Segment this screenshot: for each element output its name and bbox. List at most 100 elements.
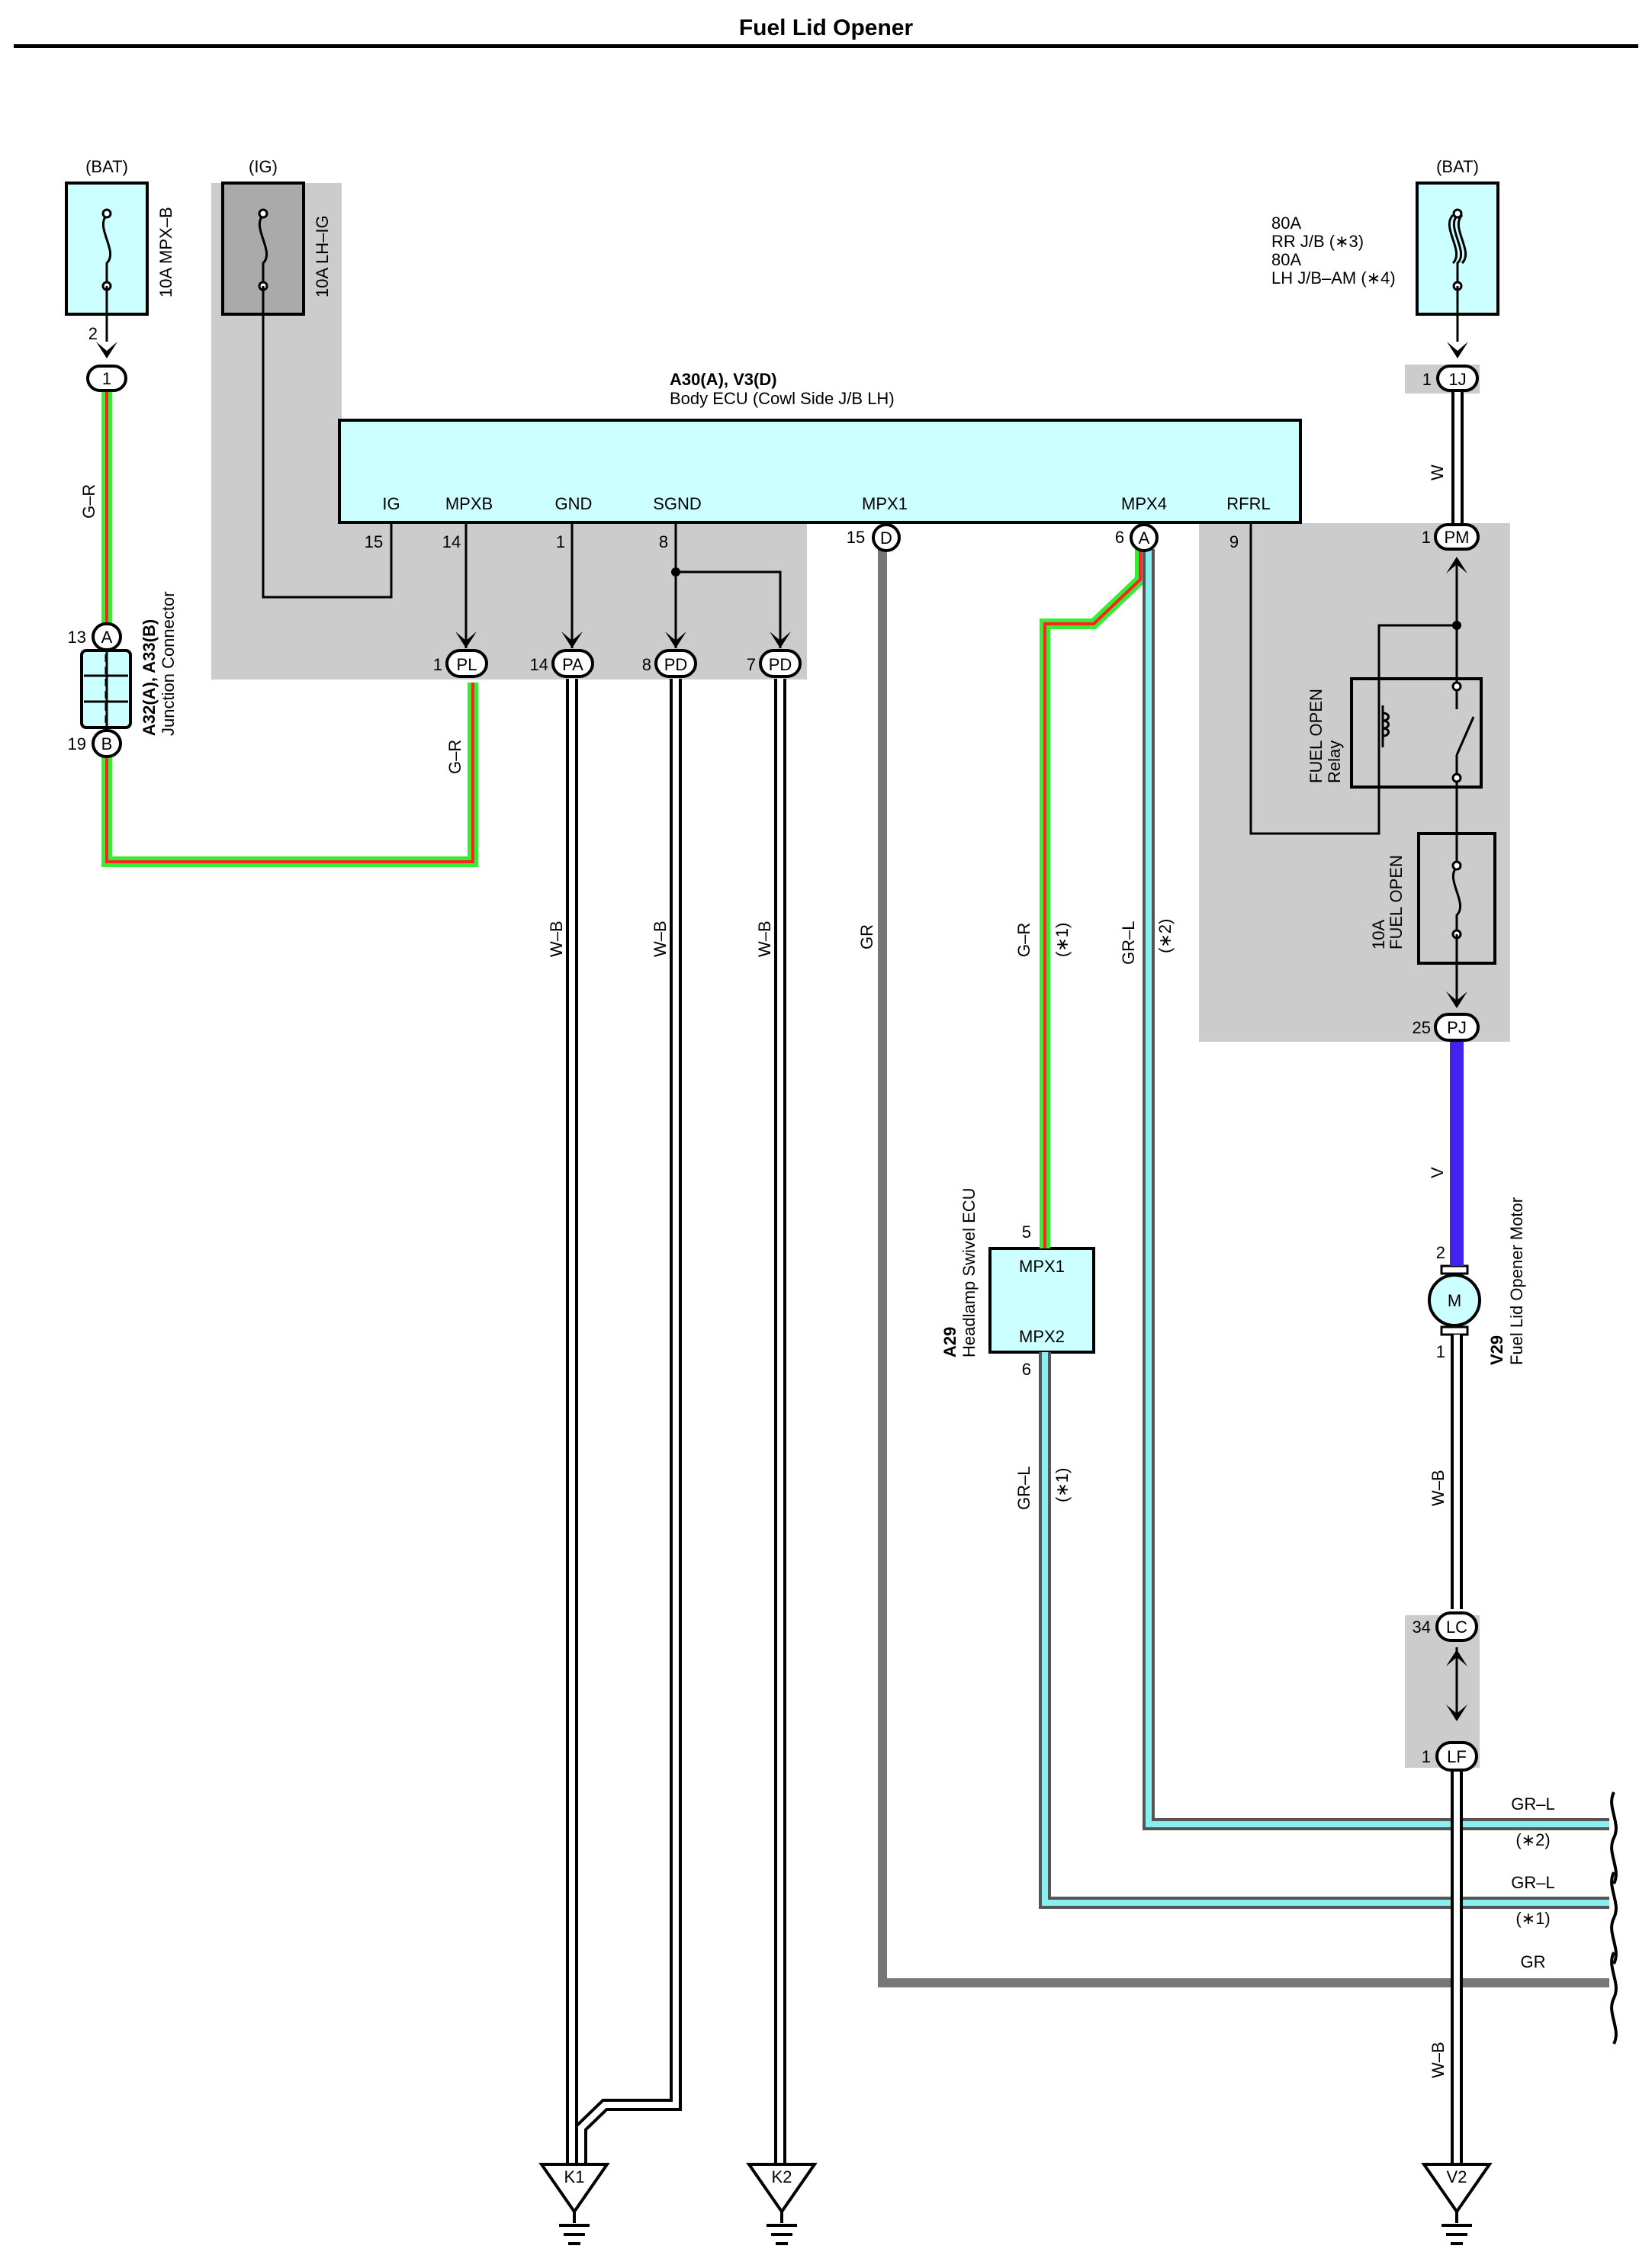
wire-label-star1-right: (∗1) <box>1515 1909 1550 1928</box>
ecu-pin-rfrl: RFRL <box>1226 494 1270 513</box>
fuse-fuel-open-amp: 10A <box>1369 920 1388 949</box>
connector-c1-num: 2 <box>88 324 98 343</box>
wire-label-wb-1: W–B <box>547 920 566 957</box>
fuse-lh-jb-amp: 80A <box>1271 250 1301 269</box>
connector-pj-num: 25 <box>1413 1018 1431 1037</box>
connector-1j: 1J <box>1448 370 1466 389</box>
headlamp-ecu-pin-mpx2: MPX2 <box>1019 1327 1065 1346</box>
ground-v2: V2 <box>1447 2167 1467 2186</box>
wires <box>101 286 1609 2164</box>
connector-pa: PA <box>562 655 583 674</box>
wire-label-star2-mid: (∗2) <box>1155 919 1175 953</box>
wire-label-v: V <box>1428 1167 1447 1178</box>
headlamp-swivel-ecu-box <box>988 1247 1095 1354</box>
supply-bat-left: (BAT) <box>85 157 128 176</box>
ground-k2: K2 <box>772 2167 792 2186</box>
connector-pj: PJ <box>1447 1018 1467 1037</box>
fuel-lid-opener-motor <box>1428 1264 1481 1336</box>
wire-label-star1-mid: (∗1) <box>1053 923 1072 957</box>
relay-type: Relay <box>1325 741 1344 783</box>
wire-label-star1-lower: (∗1) <box>1053 1468 1072 1502</box>
connector-pa-num: 14 <box>530 655 548 674</box>
ecu-pin-num-ig: 15 <box>365 532 383 551</box>
ecu-pin-num-rfrl: 9 <box>1229 532 1239 551</box>
connector-lf: LF <box>1447 1747 1467 1766</box>
ecu-pin-ig: IG <box>382 494 400 513</box>
connector-ovals <box>86 365 1480 1772</box>
wire-label-wb-motor: W–B <box>1429 1470 1448 1506</box>
wire-label-grl-right1: GR–L <box>1511 1794 1554 1814</box>
headlamp-ecu-pin-mpx1: MPX1 <box>1019 1257 1065 1276</box>
connector-lf-num: 1 <box>1422 1747 1431 1766</box>
wire-label-grl-lower: GR–L <box>1014 1467 1033 1510</box>
motor-pin-top: 2 <box>1436 1243 1445 1262</box>
wire-label-gr: GR <box>857 924 876 949</box>
body-ecu-ref: A30(A), V3(D) <box>670 370 777 389</box>
motor-pin-bottom: 1 <box>1436 1342 1445 1361</box>
junction-connector-name: Junction Connector <box>159 591 178 736</box>
terminal-arrows <box>96 342 1468 1721</box>
ecu-pin-num-gnd: 1 <box>556 532 565 551</box>
ecu-pin-mpx4: MPX4 <box>1121 494 1167 513</box>
wire-label-wb-3: W–B <box>755 920 774 957</box>
wire-label-gr-left-bottom: G–R <box>445 740 464 774</box>
connector-lc: LC <box>1446 1618 1467 1637</box>
relay-name: FUEL OPEN <box>1306 689 1326 783</box>
junction-pin-a-num: 13 <box>68 628 86 647</box>
fuse-fuel-open-label: FUEL OPEN <box>1387 855 1406 949</box>
headlamp-ecu-pin2-num: 6 <box>1022 1360 1031 1379</box>
connector-pm-num: 1 <box>1422 528 1431 547</box>
ecu-connector-d: D <box>880 528 892 548</box>
junction-connector-ref: A32(A), A33(B) <box>140 619 159 736</box>
connector-c1: 1 <box>102 369 111 388</box>
ground-symbols <box>538 2163 1493 2215</box>
page-title: Fuel Lid Opener <box>739 15 914 40</box>
ecu-pin-num-mpxb: 14 <box>442 532 461 551</box>
connector-pl-num: 1 <box>433 655 442 674</box>
motor-ref: V29 <box>1487 1335 1506 1365</box>
ecu-pin-gnd: GND <box>555 494 593 513</box>
ground-k1: K1 <box>564 2167 585 2186</box>
supply-bat-right: (BAT) <box>1436 157 1479 176</box>
ecu-pin-mpxb: MPXB <box>445 494 493 513</box>
body-ecu-name: Body ECU (Cowl Side J/B LH) <box>670 389 895 408</box>
wire-label-w: W <box>1428 464 1447 480</box>
fuse-rr-jb-label: RR J/B (∗3) <box>1271 232 1364 251</box>
body-ecu-box <box>338 419 1302 524</box>
connector-pd1-num: 8 <box>642 655 651 674</box>
connector-1j-num: 1 <box>1422 370 1432 389</box>
fuse-mpx-b-label: 10A MPX–B <box>156 207 175 297</box>
wire-label-gr-right: GR <box>1521 1952 1546 1971</box>
supply-ig: (IG) <box>249 157 278 176</box>
wire-label-gr-mid: G–R <box>1014 923 1033 957</box>
ecu-pin-num-mpx4: 6 <box>1115 528 1124 547</box>
wire-label-grl-mid: GR–L <box>1119 921 1138 965</box>
connector-pd2: PD <box>769 655 792 674</box>
ecu-pin-num-sgnd: 8 <box>659 532 668 551</box>
fuse-lh-jb-am-label: LH J/B–AM (∗4) <box>1271 268 1396 288</box>
fuel-open-relay <box>1350 677 1483 789</box>
connector-lc-num: 34 <box>1413 1618 1431 1637</box>
junction-pin-b-num: 19 <box>68 734 86 753</box>
motor-symbol: M <box>1448 1291 1461 1310</box>
ecu-pin-mpx1: MPX1 <box>862 494 908 513</box>
title-rule <box>14 44 1638 48</box>
wire-label-grl-right2: GR–L <box>1511 1873 1554 1892</box>
ecu-connector-a: A <box>1139 528 1150 548</box>
wire-label-star2-right: (∗2) <box>1515 1830 1550 1849</box>
motor-name: Fuel Lid Opener Motor <box>1507 1197 1526 1365</box>
ecu-pin-sgnd: SGND <box>653 494 702 513</box>
connector-pd2-num: 7 <box>747 655 756 674</box>
connector-pd1: PD <box>664 655 688 674</box>
ground-lines <box>559 2212 1472 2245</box>
junction-pin-b: B <box>101 734 113 753</box>
wire-label-wb-2: W–B <box>651 920 670 957</box>
connector-pl: PL <box>457 655 477 674</box>
wire-break-marks <box>1610 1791 1618 2045</box>
connector-pm: PM <box>1445 528 1470 547</box>
headlamp-ecu-name: Headlamp Swivel ECU <box>959 1187 979 1357</box>
wire-label-gr-left-top: G–R <box>79 484 98 519</box>
fuse-lh-ig-label: 10A LH–IG <box>313 215 332 297</box>
headlamp-ecu-pin1-num: 5 <box>1022 1222 1031 1242</box>
